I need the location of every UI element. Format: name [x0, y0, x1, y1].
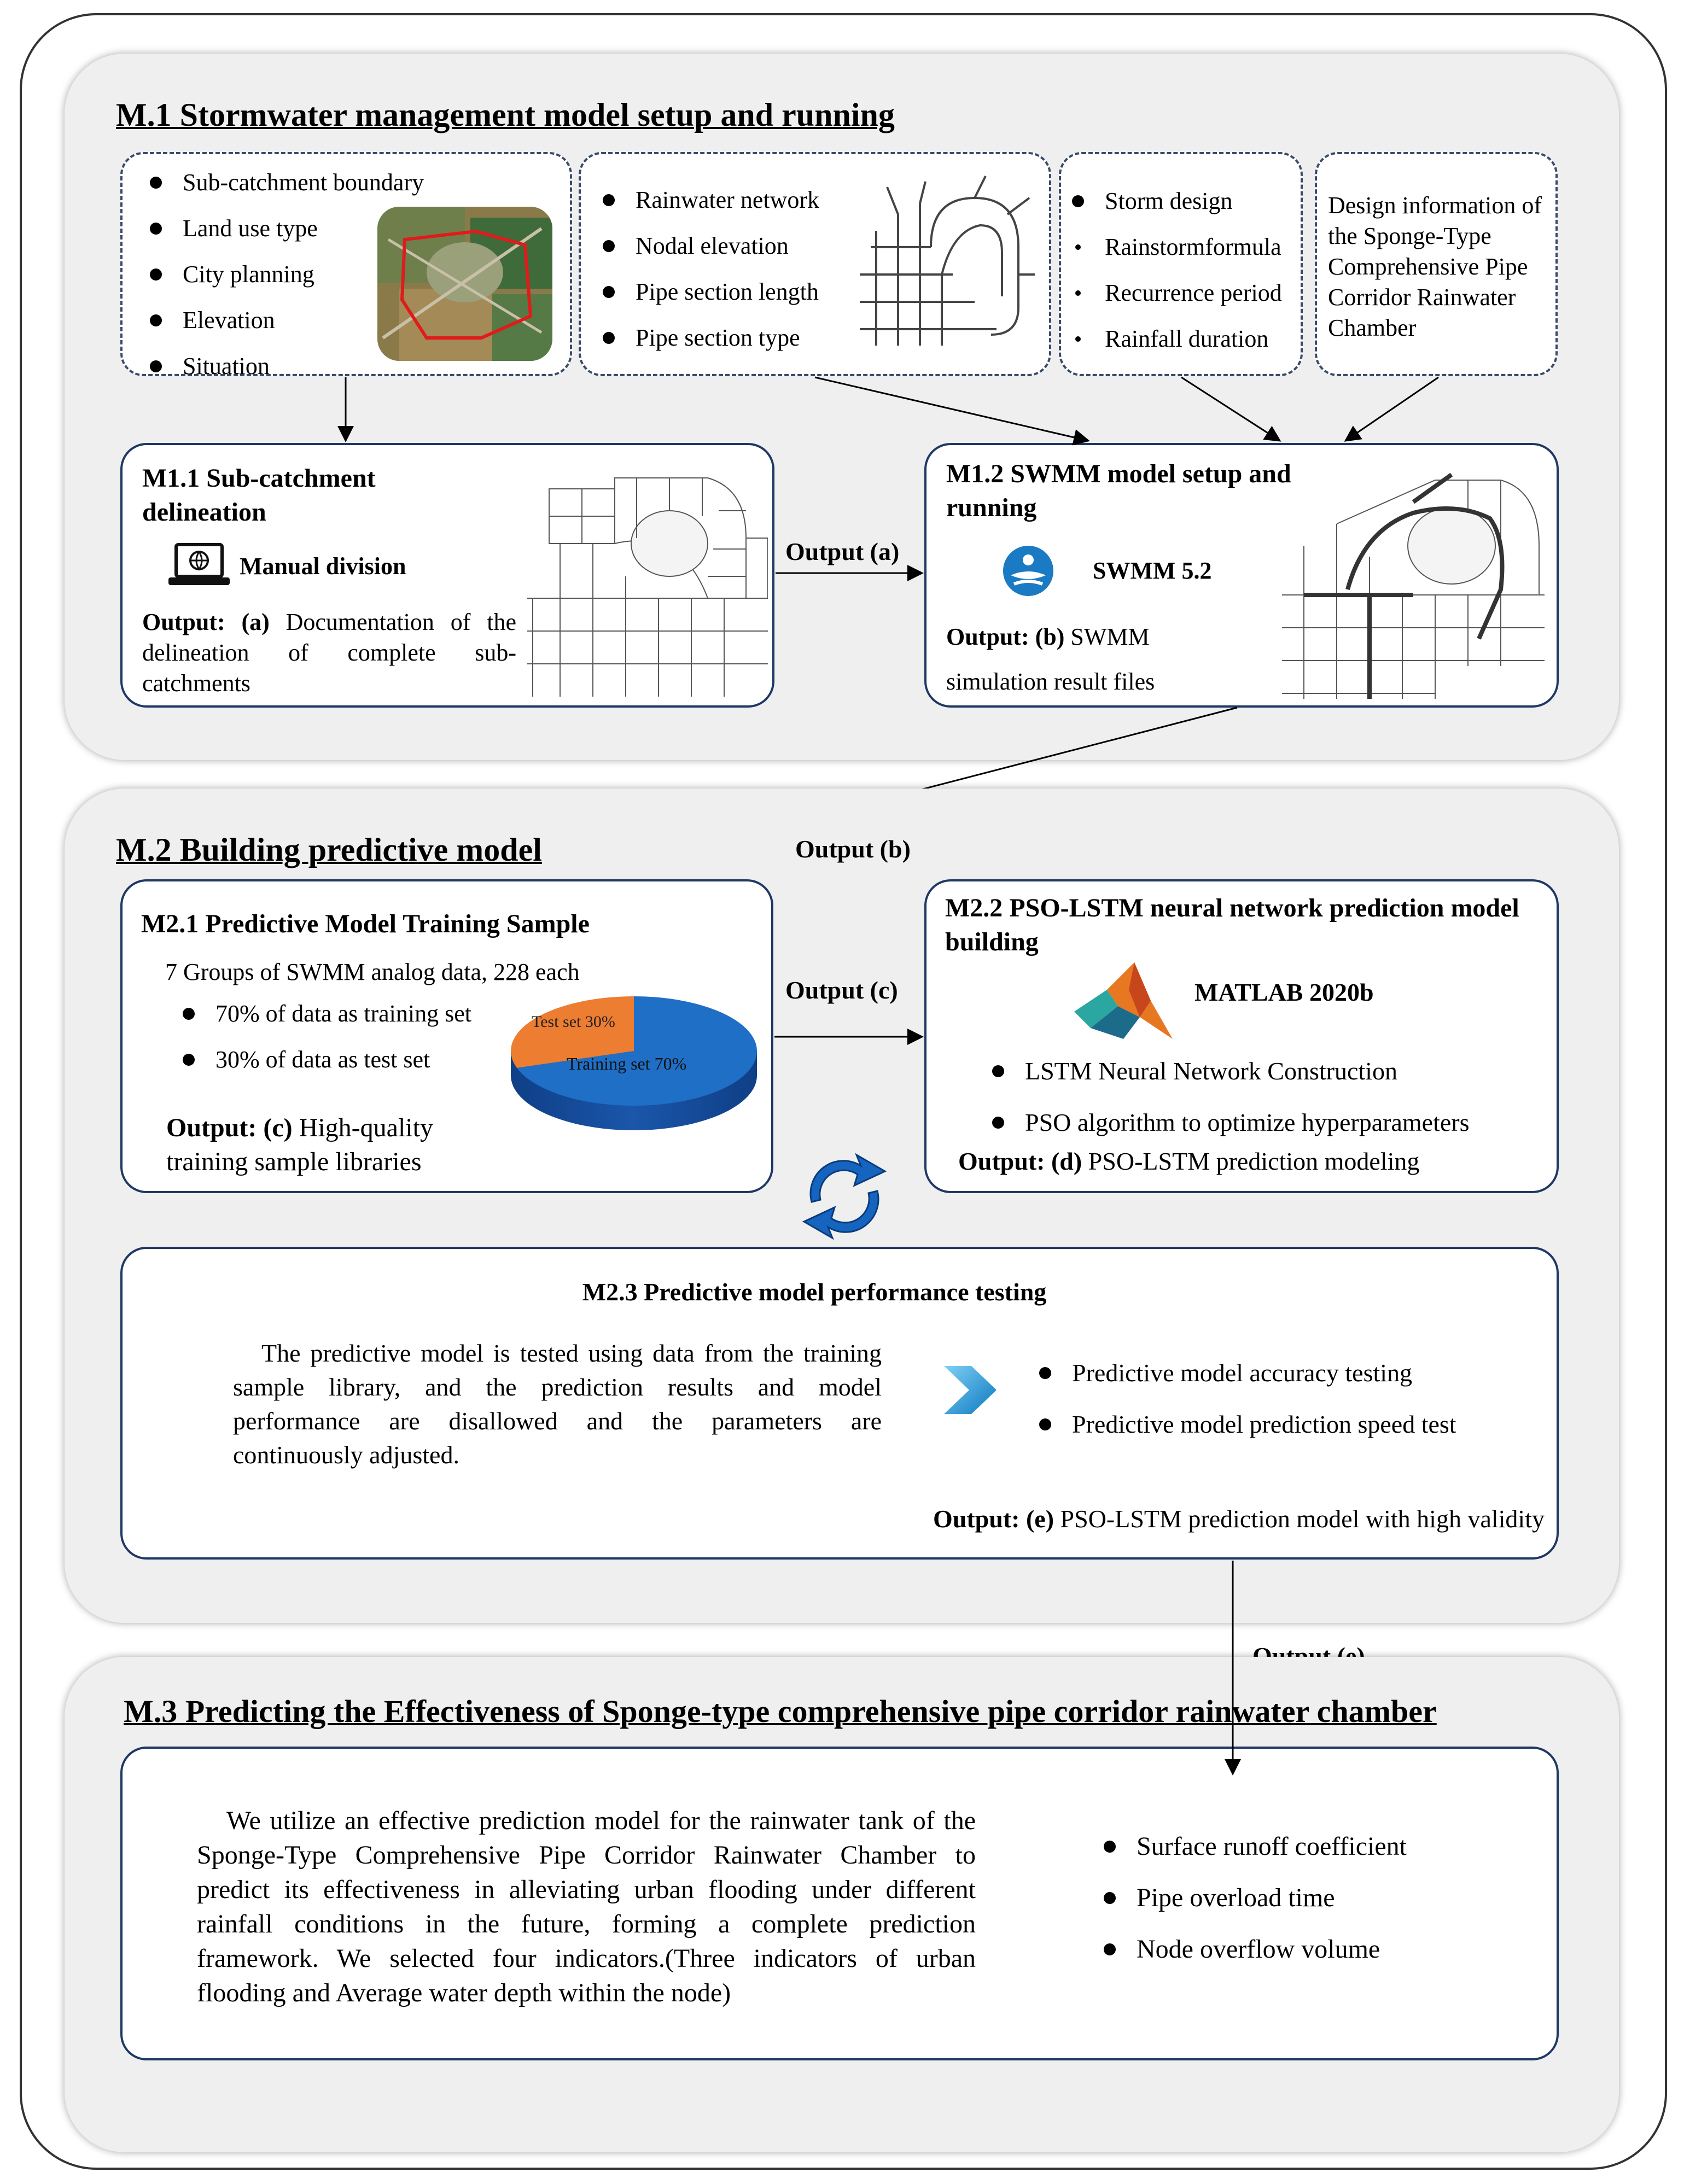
input-box-storm: Storm design Rainstormformula Recurrence… — [1059, 152, 1303, 376]
m12-title: M1.2 SWMM model setup and running — [946, 459, 1291, 522]
m22-title: M2.2 PSO-LSTM neural network prediction … — [945, 894, 1519, 956]
arrow-label-a: Output (a) — [785, 538, 900, 565]
input-item: Land use type — [144, 206, 424, 252]
m21-output-text: High-quality training sample libraries — [166, 1113, 433, 1176]
m2-title: M.2 Building predictive model — [116, 832, 542, 868]
m21-output: Output: (c) High-quality training sample… — [166, 1111, 494, 1179]
m11-output-text: Documentation of the delineation of comp… — [142, 609, 517, 697]
m12-tool: SWMM 5.2 — [1093, 557, 1212, 584]
input-item: Pipe section length — [597, 269, 819, 315]
matlab-logo-icon — [1074, 962, 1173, 1039]
m23-output-text: PSO-LSTM prediction model with high vali… — [1060, 1505, 1545, 1533]
pie-label-test: Test set 30% — [532, 1013, 615, 1031]
swmm-logo-icon — [1003, 546, 1053, 596]
storm-title: Storm design — [1067, 178, 1232, 224]
pie-slice-test — [510, 996, 634, 1068]
m21-output-label: Output: (c) — [166, 1113, 293, 1142]
m11-tool: Manual division — [240, 553, 406, 580]
laptop-icon — [168, 543, 230, 585]
m23-output: Output: (e) PSO-LSTM prediction model wi… — [933, 1504, 1545, 1534]
m11-title: M1.1 Sub-catchment delineation — [142, 464, 376, 527]
input-box-network: Rainwater network Nodal elevation Pipe s… — [579, 152, 1051, 376]
m23-item: Predictive model prediction speed test — [1034, 1399, 1456, 1450]
m21-item: 70% of data as training set — [177, 991, 471, 1037]
input-item: Pipe section type — [597, 315, 819, 361]
box-m23: M2.3 Predictive model performance testin… — [120, 1247, 1559, 1560]
input-item: Sub-catchment boundary — [144, 160, 424, 206]
m12-output-text: SWMM simulation result files — [946, 623, 1155, 695]
input-item: City planning — [144, 252, 424, 297]
pipe-network-image — [860, 176, 1035, 346]
m2-arrows — [774, 1029, 1241, 1777]
m22-output-text: PSO-LSTM prediction modeling — [1088, 1147, 1420, 1175]
design-info-text: Design information of the Sponge-Type Co… — [1328, 192, 1542, 341]
subcatchment-map-image — [527, 477, 768, 697]
m1-title: M.1 Stormwater management model setup an… — [116, 97, 895, 133]
arrow-label-b: Output (b) — [795, 835, 911, 863]
m3-arrow-overlay — [1225, 1657, 1241, 1776]
m22-item: LSTM Neural Network Construction — [987, 1046, 1469, 1097]
input-item: Situation — [144, 343, 424, 389]
m21-subtitle: 7 Groups of SWMM analog data, 228 each — [165, 959, 580, 985]
m22-output: Output: (d) PSO-LSTM prediction modeling — [958, 1146, 1419, 1176]
chevron-right-icon — [944, 1366, 997, 1414]
box-m11: M1.1 Sub-catchment delineation Manual di… — [120, 443, 774, 708]
input-box-catchment: Sub-catchment boundary Land use type Cit… — [120, 152, 572, 379]
outer-frame — [20, 13, 1667, 2170]
input-box-design-info: Design information of the Sponge-Type Co… — [1315, 152, 1558, 376]
m22-tool: MATLAB 2020b — [1194, 978, 1374, 1006]
m3-item: Node overflow volume — [1098, 1924, 1407, 1975]
box-m21: M2.1 Predictive Model Training Sample 7 … — [120, 879, 773, 1193]
input-item: Elevation — [144, 297, 424, 343]
storm-item: Rainfall duration — [1067, 316, 1282, 362]
m3-title: M.3 Predicting the Effectiveness of Spon… — [124, 1694, 1437, 1729]
m3-paragraph: We utilize an effective prediction model… — [197, 1806, 976, 2007]
m3-item: Pipe overload time — [1098, 1872, 1407, 1924]
pie-label-train: Training set 70% — [567, 1054, 686, 1073]
m12-output: Output: (b) SWMM simulation result files — [946, 615, 1209, 704]
box-m12: M1.2 SWMM model setup and running SWMM 5… — [924, 443, 1559, 708]
m21-title: M2.1 Predictive Model Training Sample — [141, 909, 590, 938]
box-m22: M2.2 PSO-LSTM neural network prediction … — [924, 879, 1559, 1193]
arrow-label-c: Output (c) — [785, 976, 898, 1004]
training-split-pie: Test set 30% Training set 70% — [510, 996, 757, 1130]
m23-output-label: Output: (e) — [933, 1505, 1054, 1533]
m21-item: 30% of data as test set — [177, 1037, 471, 1083]
storm-item: Recurrence period — [1067, 270, 1282, 316]
m12-output-label: Output: (b) — [946, 623, 1065, 650]
pie-slice-train — [517, 996, 757, 1106]
m23-paragraph: The predictive model is tested using dat… — [233, 1339, 882, 1469]
m22-output-label: Output: (d) — [958, 1147, 1082, 1175]
input-item: Nodal elevation — [597, 223, 819, 269]
refresh-cycle-icon — [802, 1153, 887, 1240]
satellite-map-image — [377, 207, 552, 361]
storm-item: Rainstormformula — [1067, 224, 1282, 270]
swmm-network-image — [1282, 472, 1545, 699]
m23-item: Predictive model accuracy testing — [1034, 1347, 1456, 1399]
input-item: Rainwater network — [597, 177, 819, 223]
m23-title: M2.3 Predictive model performance testin… — [582, 1278, 1047, 1306]
m3-item: Surface runoff coefficient — [1098, 1821, 1407, 1872]
m22-item: PSO algorithm to optimize hyperparameter… — [987, 1097, 1469, 1148]
m11-output: Output: (a) Documentation of the delinea… — [142, 607, 516, 699]
m11-output-label: Output: (a) — [142, 609, 270, 635]
box-m3: We utilize an effective prediction model… — [120, 1747, 1559, 2060]
